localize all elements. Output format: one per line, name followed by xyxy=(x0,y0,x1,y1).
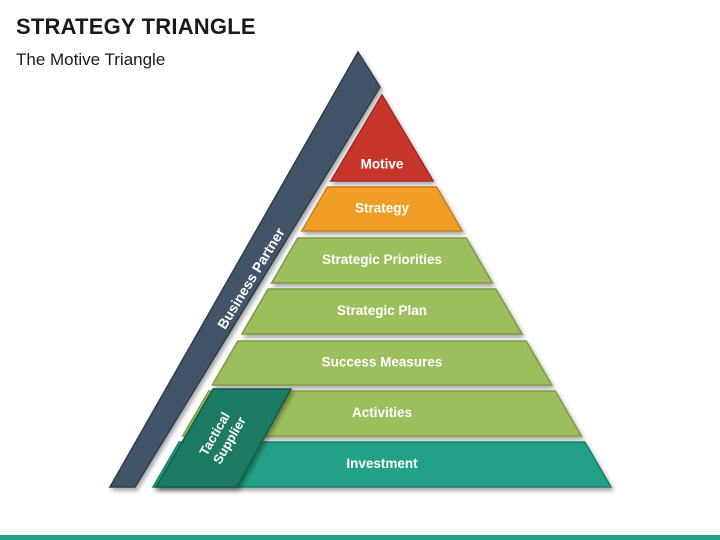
tactical-supplier-band xyxy=(154,388,293,488)
pyramid-level-1 xyxy=(329,93,435,182)
pyramid-level-3-label: Strategic Priorities xyxy=(322,252,442,267)
pyramid-level-5 xyxy=(210,340,554,386)
pyramid-level-4 xyxy=(240,288,524,335)
pyramid-level-7-label: Investment xyxy=(346,456,418,471)
business-partner-band xyxy=(108,50,381,488)
page-subtitle: The Motive Triangle xyxy=(16,50,166,69)
pyramid-level-2-label: Strategy xyxy=(355,201,410,216)
pyramid-level-2 xyxy=(300,186,464,232)
pyramid-level-4-label: Strategic Plan xyxy=(337,303,427,318)
bottom-accent-bar xyxy=(0,535,720,540)
page-title: STRATEGY TRIANGLE xyxy=(16,14,256,39)
pyramid-level-7 xyxy=(151,441,613,488)
pyramid-level-1-label: Motive xyxy=(361,157,404,172)
pyramid-level-3 xyxy=(270,237,494,284)
pyramid-level-5-label: Success Measures xyxy=(322,355,443,370)
pyramid-level-6-label: Activities xyxy=(352,405,412,420)
